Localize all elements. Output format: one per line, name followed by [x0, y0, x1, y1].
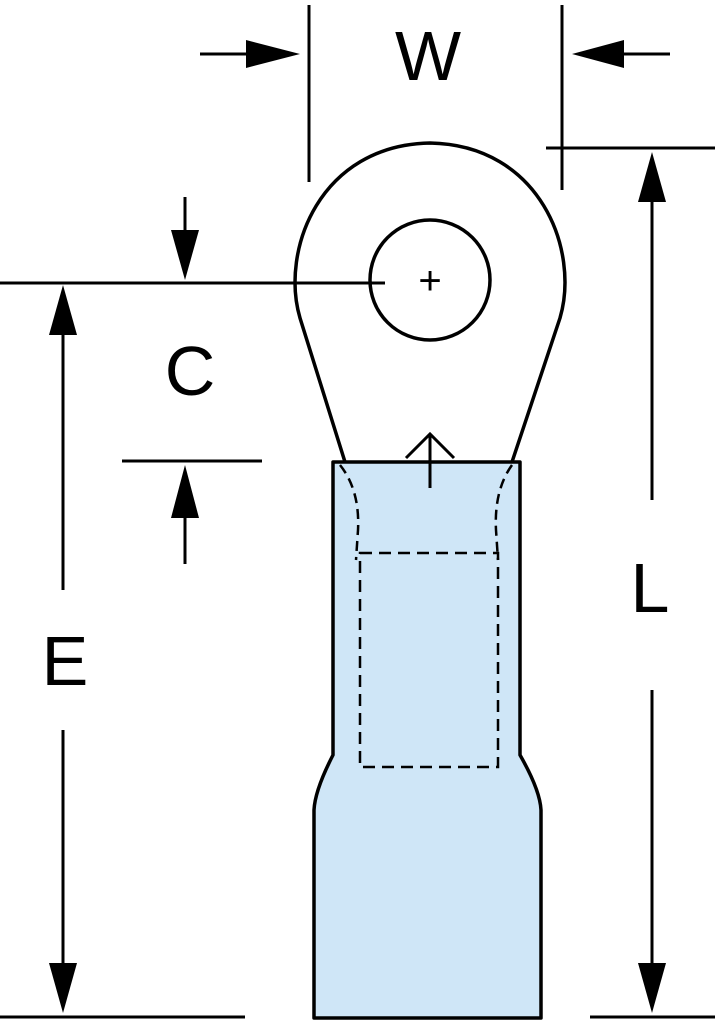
stud-hole: [368, 218, 492, 342]
center-to-end-label: C: [165, 332, 216, 410]
sleeve-inner-right-curve: [494, 464, 514, 561]
width-dimension: [200, 5, 670, 190]
width-arrow-left-icon: [246, 40, 300, 68]
center-to-end-dimension: [0, 197, 385, 564]
sleeve-inner-left-curve: [339, 464, 360, 561]
end-arrow-down-icon: [49, 963, 77, 1013]
width-label: W: [395, 17, 461, 95]
width-arrow-right-icon: [572, 40, 624, 68]
insulation-sleeve: [312, 460, 543, 1020]
end-length-label: E: [42, 622, 89, 700]
hidden-barrel-outline: [358, 551, 500, 769]
center-mark: +: [418, 259, 441, 303]
overall-length-dimension: [546, 146, 715, 1019]
ring-tongue-outline: [293, 141, 567, 463]
center-arrow-down-icon: [171, 230, 199, 280]
center-arrow-icon: [404, 431, 456, 488]
center-arrow-up-icon: [171, 465, 199, 518]
end-arrow-up-icon: [49, 285, 77, 335]
end-length-dimension: [0, 320, 245, 1019]
overall-arrow-up-icon: [638, 152, 666, 202]
overall-arrow-down-icon: [638, 963, 666, 1013]
overall-length-label: L: [631, 549, 670, 627]
